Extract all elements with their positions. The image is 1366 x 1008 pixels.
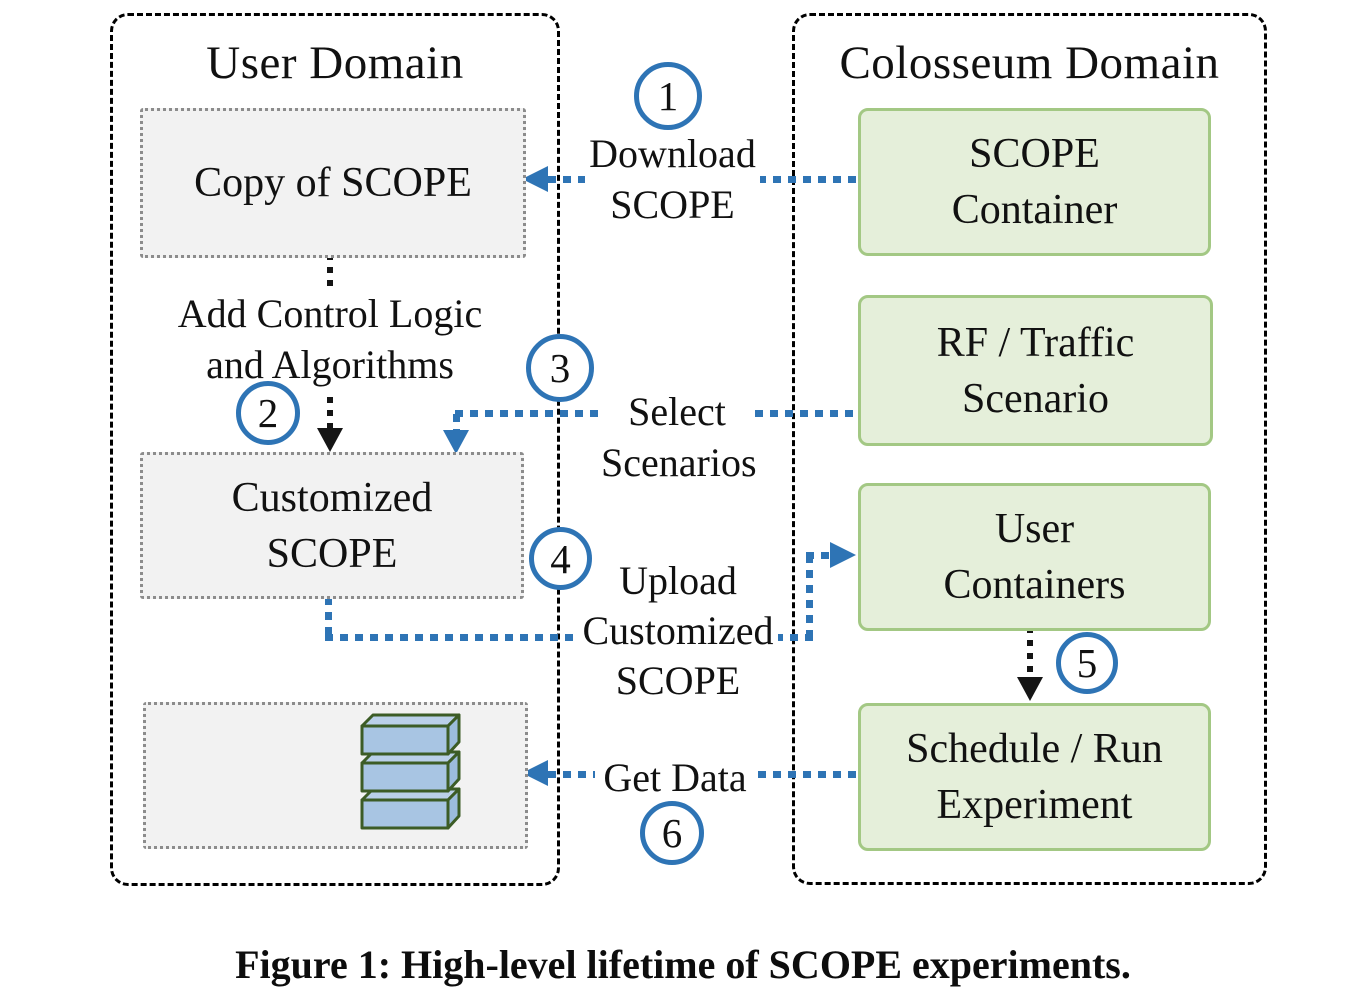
arrow-3-head-icon — [443, 430, 469, 454]
step-6-circle: 6 — [640, 801, 704, 865]
step-1-label: Download SCOPE — [585, 128, 760, 230]
step-1-circle: 1 — [634, 62, 702, 130]
arrow-3-line-vertical — [453, 414, 460, 438]
step-5-circle: 5 — [1056, 632, 1118, 694]
step-4-circle: 4 — [529, 527, 592, 590]
node-data-store — [143, 702, 528, 849]
step-4-number: 4 — [550, 535, 571, 582]
arrow-5-line — [1027, 627, 1033, 679]
figure-caption: Figure 1: High-level lifetime of SCOPE e… — [235, 942, 1131, 987]
step-2-circle: 2 — [236, 381, 300, 445]
arrow-4-line-down — [325, 597, 332, 637]
step-1-label-line2: SCOPE — [610, 182, 735, 227]
node-scope-container-label-line2: Container — [951, 187, 1118, 233]
arrow-4-line-across — [325, 634, 813, 641]
node-schedule-run-experiment: Schedule / Run Experiment — [858, 703, 1211, 851]
step-4-label-line3: SCOPE — [615, 658, 741, 703]
step-2-label-line1: Add Control Logic — [177, 291, 483, 336]
step-2-label: Add Control Logic and Algorithms — [175, 288, 485, 390]
node-rf-traffic-label-line1: RF / Traffic — [936, 319, 1135, 366]
step-3-number: 3 — [549, 345, 571, 391]
node-user-containers-label-line2: Containers — [943, 562, 1126, 608]
step-2-label-line2: and Algorithms — [206, 342, 454, 387]
node-customized-scope: Customized SCOPE — [140, 452, 524, 599]
step-6-label: Get Data — [595, 752, 755, 803]
step-2-number: 2 — [257, 390, 279, 436]
step-3-circle: 3 — [526, 334, 594, 402]
node-copy-of-scope-label: Copy of SCOPE — [194, 160, 472, 206]
arrow-2-head-icon — [317, 428, 343, 452]
step-6-number: 6 — [661, 810, 683, 856]
node-customized-scope-label-line2: SCOPE — [266, 530, 398, 577]
node-copy-of-scope: Copy of SCOPE — [140, 108, 526, 258]
node-scope-container: SCOPE Container — [858, 108, 1211, 256]
step-4-label: Upload Customized SCOPE — [578, 556, 778, 706]
node-customized-scope-label-line1: Customized — [231, 474, 433, 521]
user-domain-title: User Domain — [206, 37, 464, 89]
step-5-number: 5 — [1076, 640, 1098, 686]
step-1-number: 1 — [657, 73, 679, 119]
step-3-label-line2: Scenarios — [601, 440, 757, 485]
node-user-containers-label-line1: User — [994, 506, 1075, 552]
step-3-label-line1: Select — [628, 389, 726, 434]
user-domain-box: User Domain — [110, 13, 560, 886]
node-schedule-run-label-line2: Experiment — [936, 782, 1133, 828]
arrow-1-head-icon — [522, 166, 548, 192]
arrow-4-line-up — [806, 555, 813, 641]
step-1-label-line1: Download — [589, 131, 756, 176]
node-scope-container-label-line1: SCOPE — [969, 131, 1100, 177]
colosseum-domain-title: Colosseum Domain — [839, 37, 1220, 89]
node-rf-traffic-scenario: RF / Traffic Scenario — [858, 295, 1213, 446]
node-user-containers: User Containers — [858, 483, 1211, 631]
database-icon — [360, 713, 461, 830]
arrow-5-head-icon — [1017, 677, 1043, 701]
colosseum-domain-box: Colosseum Domain — [792, 13, 1267, 885]
node-rf-traffic-label-line2: Scenario — [962, 375, 1109, 422]
step-4-label-line1: Upload — [619, 558, 737, 603]
arrow-4-head-icon — [830, 542, 856, 568]
node-schedule-run-label-line1: Schedule / Run — [906, 726, 1163, 772]
step-4-label-line2: Customized — [582, 608, 774, 653]
step-6-label-line1: Get Data — [603, 755, 747, 800]
arrow-4-line-into — [806, 552, 832, 559]
step-3-label: Select Scenarios — [601, 386, 757, 488]
